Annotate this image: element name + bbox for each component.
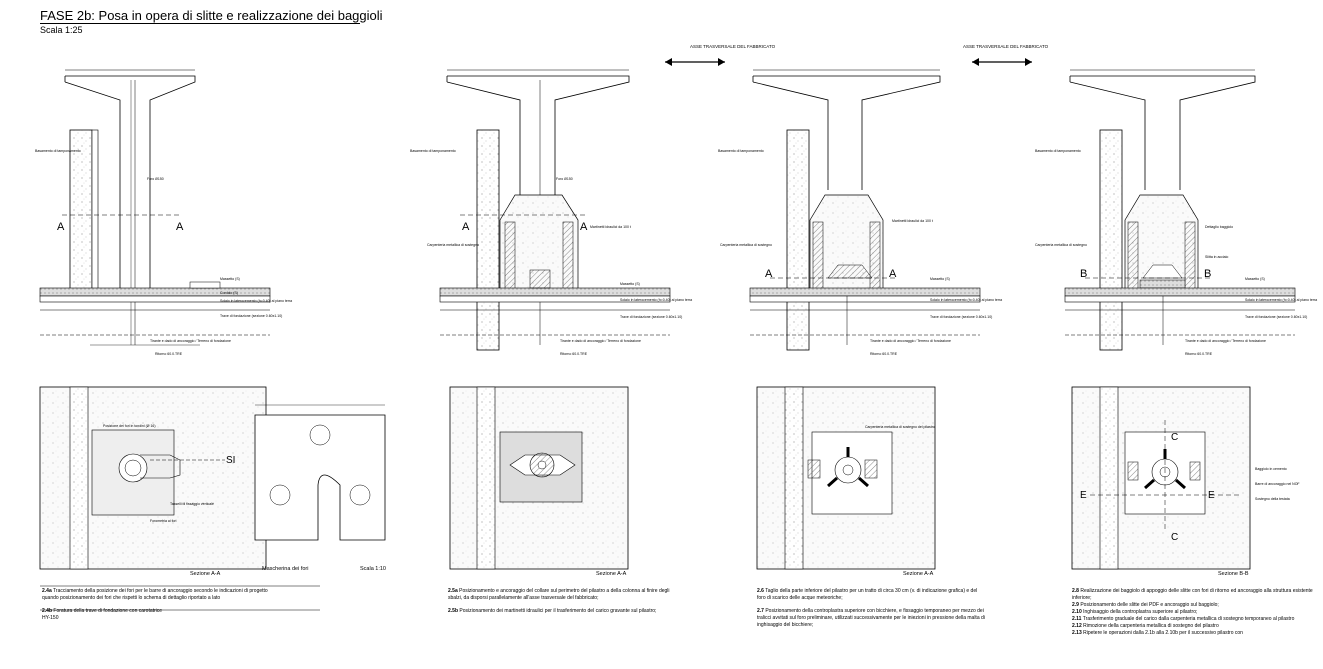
note-item: 2.12 Rimozione della carpenteria metalli… — [1072, 623, 1219, 629]
label-martinetti-3: Martinetti idraulici da 100 t — [892, 219, 933, 223]
label-carpenteria-4: Carpenteria metallica di sostegno — [1035, 243, 1087, 247]
label-tirante-3: Tirante e dado di ancoraggio / Terreno d… — [870, 339, 951, 343]
cut-letter-p3-left: A — [765, 268, 773, 280]
title-underline — [40, 23, 360, 24]
page-title: FASE 2b: Posa in opera di slitte e reali… — [40, 8, 383, 23]
label-massetto-4: Massetto (S) — [1245, 277, 1265, 281]
note-item: 2.10 Inghisaggio della controplastra sup… — [1072, 609, 1198, 615]
label-ritorno-2: Ritorno 60.0.TRE — [560, 352, 588, 356]
section-elevation-1 — [39, 69, 271, 346]
label-trave-2: Trave di fondazione (sezione 0.60x1.10) — [620, 315, 682, 319]
label-martinetti-2: Martinetti idraulici da 100 t — [590, 225, 631, 229]
label-ritorno-3: Ritorno 60.0.TRE — [870, 352, 898, 356]
label-slitta-4: Slitta in acciaio — [1205, 255, 1228, 259]
section-caption-p1: Sezione A-A — [190, 571, 221, 577]
note-item: quando posizionamento dei fori che rispe… — [42, 595, 221, 601]
cut-letter-p2-right: A — [580, 221, 588, 233]
note-item: 2.13 Ripetere le operazioni dalla 2.1b a… — [1072, 630, 1243, 636]
note-item: 2.11 Trasferimento graduale del carico d… — [1072, 616, 1295, 622]
axis-label-1: ASSE TRASVERSALE DEL FABBRICATO — [690, 44, 776, 49]
note-item: 2.6 Taglio della parte inferiore del pil… — [757, 588, 978, 601]
cut-letter-c-bottom: C — [1171, 532, 1178, 543]
notes-panel-1: 2.4a Tracciamento della posizione dei fo… — [42, 588, 322, 622]
label-foro-2: Foro Ø150 — [556, 177, 573, 181]
label-massetto-3: Massetto (S) — [930, 277, 950, 281]
note-item: 2.4b Foratura della trave di fondazione … — [42, 608, 163, 614]
plan-view-4 — [1071, 386, 1251, 570]
cut-letter-p1-left: A — [57, 221, 65, 233]
cut-letter-c-top: C — [1171, 432, 1178, 443]
axis-label-2: ASSE TRASVERSALE DEL FABBRICATO — [963, 44, 1049, 49]
label-solaio-2: Solaio in laterocemento (h=0.40) al pian… — [620, 298, 692, 302]
cut-letter-p2-left: A — [462, 221, 470, 233]
note-item: 2.4a Tracciamento della posizione dei fo… — [42, 588, 268, 594]
mask-caption: Mascherina dei fori — [262, 566, 308, 572]
cut-letter-p1-right: A — [176, 221, 184, 233]
label-carpenteria-pilastro-3: Carpenteria metallica di sostegno del pi… — [865, 425, 935, 429]
note-item: 2.9 Posizionamento delle slitte dei PDF … — [1072, 602, 1219, 608]
note-item: HY-150 — [42, 615, 59, 621]
label-tirante-1: Tirante e dado di ancoraggio / Terreno d… — [150, 339, 231, 343]
page-scale: Scala 1:25 — [40, 25, 83, 35]
note-item: 2.5a Posizionamento e ancoraggio del col… — [448, 588, 670, 601]
label-sostegno-4: Sostegno della testata — [1255, 497, 1290, 501]
label-mask-3: Forometria ai fori — [150, 519, 177, 523]
note-item: 2.7 Posizionamento della controplastra s… — [757, 608, 985, 628]
label-massetto-2: Massetto (S) — [620, 282, 640, 286]
label-trave-1: Trave di fondazione (sezione 0.60x1.10) — [220, 314, 282, 318]
plan-view-1 — [39, 386, 267, 570]
mask-template — [254, 404, 386, 541]
label-foro-1: Foro Ø150 — [147, 177, 164, 181]
notes-panel-3: 2.6 Taglio della parte inferiore del pil… — [757, 588, 987, 629]
section-caption-p2: Sezione A-A — [596, 571, 627, 577]
mask-scale: Scala 1:10 — [360, 566, 386, 572]
plan-view-2 — [449, 386, 629, 570]
note-item: 2.5b Posizionamento dei martinetti idrau… — [448, 608, 657, 614]
label-solaio-4: Solaio in laterocemento (h=0.40) al pian… — [1245, 298, 1317, 302]
label-ancoraggio-4: Barre di ancoraggio nel NOF — [1255, 482, 1300, 486]
label-mask-1: Posizione dei fori in tondini (Ø 16) — [103, 424, 156, 428]
section-caption-p4: Sezione B-B — [1218, 571, 1249, 577]
cut-letter-p4-right: B — [1204, 268, 1211, 280]
label-solaio-3: Solaio in laterocemento (h=0.40) al pian… — [930, 298, 1002, 302]
label-mask-2: Tasselli di fissaggio verticale — [170, 502, 214, 506]
cut-letter-p4-left: B — [1080, 268, 1087, 280]
plan-view-3 — [756, 386, 936, 570]
si-marker: SI — [226, 455, 235, 466]
label-tamponamento-1: Basamento di tamponamento — [35, 149, 81, 153]
notes-panel-4: 2.8 Realizzazione dei baggiolo di appogg… — [1072, 588, 1317, 637]
section-elevation-3 — [749, 69, 981, 351]
label-trave-4: Trave di fondazione (sezione 0.60x1.10) — [1245, 315, 1307, 319]
label-baggiolo-4: Baggiolo in cemento — [1255, 467, 1287, 471]
label-tamponamento-4: Basamento di tamponamento — [1035, 149, 1081, 153]
note-item: 2.8 Realizzazione dei baggiolo di appogg… — [1072, 588, 1313, 601]
label-tamponamento-3: Basamento di tamponamento — [718, 149, 764, 153]
label-dettaglio-4: Dettaglio baggiolo — [1205, 225, 1233, 229]
label-tirante-4: Tirante e dado di ancoraggio / Terreno d… — [1185, 339, 1266, 343]
label-carpenteria-3: Carpenteria metallica di sostegno — [720, 243, 772, 247]
label-tirante-2: Tirante e dado di ancoraggio / Terreno d… — [560, 339, 641, 343]
transverse-axis-arrow-2 — [972, 58, 1032, 66]
cut-letter-p3-right: A — [889, 268, 897, 280]
label-solaio-1: Solaio in laterocemento (h=0.40) al pian… — [220, 299, 292, 303]
section-elevation-4 — [1064, 69, 1296, 351]
section-caption-p3: Sezione A-A — [903, 571, 934, 577]
notes-panel-2: 2.5a Posizionamento e ancoraggio del col… — [448, 588, 678, 615]
label-massetto-1: Massetto (S) — [220, 277, 240, 281]
section-elevation-2 — [439, 69, 671, 351]
cut-letter-e-left: E — [1080, 490, 1087, 501]
label-cordolo-1: Cordolo (S) — [220, 291, 238, 295]
label-carpenteria-2: Carpenteria metallica di sostegno — [427, 243, 479, 247]
cut-letter-e-right: E — [1208, 490, 1215, 501]
label-ritorno-1: Ritorno 60.0.TRE — [155, 352, 183, 356]
label-ritorno-4: Ritorno 60.0.TRE — [1185, 352, 1213, 356]
label-trave-3: Trave di fondazione (sezione 0.60x1.10) — [930, 315, 992, 319]
label-tamponamento-2: Basamento di tamponamento — [410, 149, 456, 153]
transverse-axis-arrow-1 — [665, 58, 725, 66]
